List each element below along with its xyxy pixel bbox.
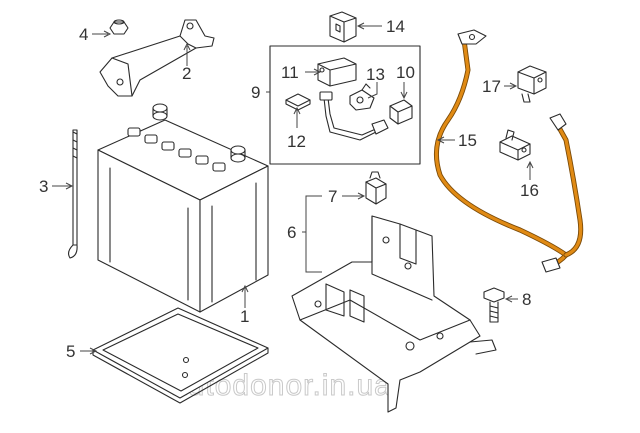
relay-kit-box <box>269 45 421 165</box>
callout-10: 10 <box>396 63 415 82</box>
battery-support-bracket <box>291 215 497 413</box>
terminal-clamp <box>349 83 375 111</box>
callout-14: 14 <box>386 17 405 36</box>
battery-cable <box>433 29 584 273</box>
callout-8: 8 <box>522 290 531 309</box>
fuse-block <box>317 57 357 87</box>
callout-13: 13 <box>366 65 385 84</box>
callout-16: 16 <box>520 181 539 200</box>
bolt <box>483 287 505 323</box>
callout-15: 15 <box>458 131 477 150</box>
terminal-bracket-16 <box>499 129 531 161</box>
callout-12: 12 <box>287 132 306 151</box>
fusible-link <box>389 99 413 125</box>
nut <box>109 19 129 35</box>
callout-4: 4 <box>79 25 88 44</box>
hold-down-rod <box>67 129 78 259</box>
leader-lines <box>52 22 534 355</box>
battery <box>97 103 269 313</box>
clip-7 <box>365 171 387 205</box>
callout-17: 17 <box>482 77 501 96</box>
callout-11: 11 <box>281 63 299 82</box>
callout-7: 7 <box>328 187 337 206</box>
callout-3: 3 <box>39 177 48 196</box>
callout-labels: 4 2 3 1 5 9 6 7 8 11 12 13 10 14 15 16 1… <box>39 17 539 361</box>
callout-1: 1 <box>240 307 249 326</box>
callout-2: 2 <box>182 64 191 83</box>
hold-down-bracket <box>99 19 215 97</box>
callout-9: 9 <box>251 83 260 102</box>
battery-tray <box>92 307 269 404</box>
clip-14 <box>329 11 357 43</box>
callout-5: 5 <box>66 342 75 361</box>
callout-6: 6 <box>287 223 296 242</box>
small-bracket <box>285 93 311 111</box>
terminal-cable <box>319 91 389 141</box>
terminal-bracket-17 <box>517 65 547 103</box>
